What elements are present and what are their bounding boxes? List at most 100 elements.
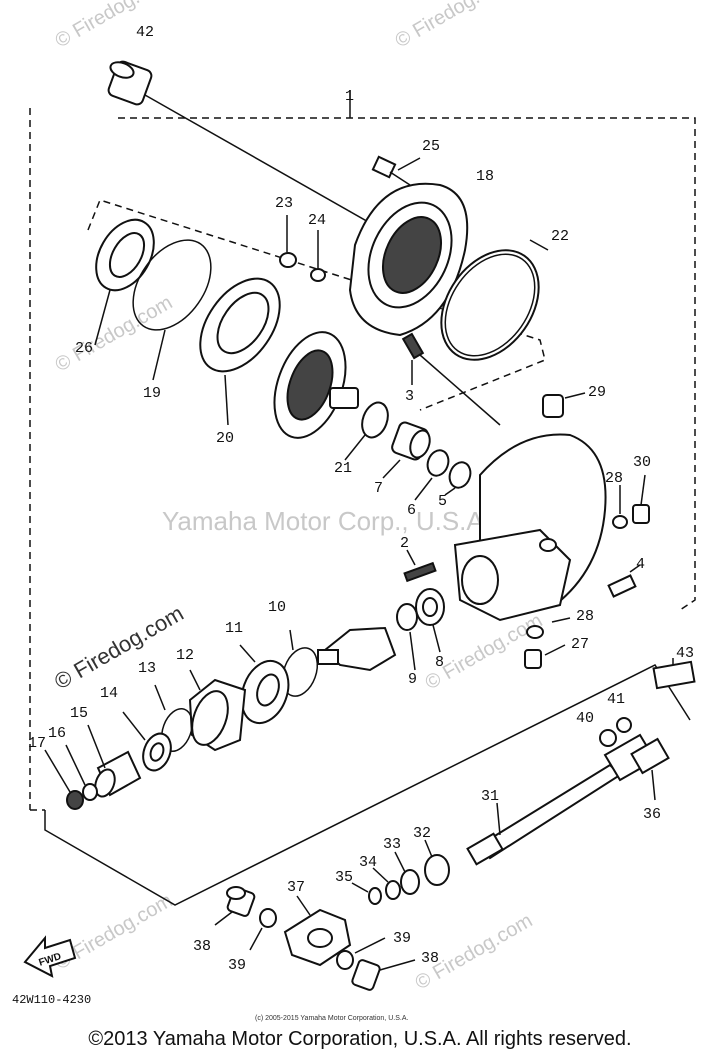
callout-43: 43	[676, 645, 694, 662]
part-37-universal-joint	[283, 908, 352, 967]
part-1-gear-case	[453, 433, 607, 622]
callout-42: 42	[136, 24, 154, 41]
part-8-bearing	[415, 588, 445, 626]
callout-10: 10	[268, 599, 286, 616]
diagram-code: 42W110-4230	[12, 993, 91, 1007]
part-3-stud	[401, 332, 425, 360]
callout-26: 26	[75, 340, 93, 357]
callout-4: 4	[636, 556, 645, 573]
part-6-washer	[426, 449, 450, 477]
footer-copyright: ©2013 Yamaha Motor Corporation, U.S.A. A…	[88, 1028, 632, 1050]
callout-31: 31	[481, 788, 499, 805]
callout-27: 27	[571, 636, 589, 653]
callout-17: 17	[28, 735, 46, 752]
callout-28: 28	[605, 470, 623, 487]
callout-9: 9	[408, 671, 417, 688]
part-20-bearing	[199, 277, 281, 373]
callout-33: 33	[383, 836, 401, 853]
callout-30: 30	[633, 454, 651, 471]
part-29-cap	[542, 394, 564, 418]
callout-3: 3	[405, 388, 414, 405]
part-12-bearing-housing	[188, 678, 247, 752]
part-2-stud	[403, 561, 437, 583]
callout-22: 22	[551, 228, 569, 245]
part-38-bearing-upper	[226, 886, 256, 917]
callout-labels: 42 1 25 18 23 24 22 26 19 3 29 20 21 30 …	[28, 24, 694, 974]
callout-5: 5	[438, 493, 447, 510]
part-26-seal	[95, 218, 155, 292]
callout-11: 11	[225, 620, 243, 637]
small-copyright: (c) 2005-2015 Yamaha Motor Corporation, …	[255, 1015, 408, 1022]
part-22-o-ring-inner	[444, 253, 536, 357]
part-35-clip	[368, 887, 382, 905]
callout-35: 35	[335, 869, 353, 886]
callout-21: 21	[334, 460, 352, 477]
part-23-nut	[279, 252, 297, 268]
callout-24: 24	[308, 212, 326, 229]
part-10-o-ring	[281, 647, 319, 697]
callout-19: 19	[143, 385, 161, 402]
callout-2: 2	[400, 535, 409, 552]
callout-36: 36	[643, 806, 661, 823]
part-15-collar	[94, 750, 142, 798]
part-41-washer	[616, 717, 632, 733]
part-19-o-ring	[132, 239, 212, 331]
callout-38: 38	[193, 938, 211, 955]
callout-6: 6	[407, 502, 416, 519]
callout-40: 40	[576, 710, 594, 727]
callout-13: 13	[138, 660, 156, 677]
part-34-washer	[385, 880, 401, 900]
callout-20: 20	[216, 430, 234, 447]
watermark-center: Yamaha Motor Corp., U.S.A.	[162, 506, 491, 536]
callout-15: 15	[70, 705, 88, 722]
callout-32: 32	[413, 825, 431, 842]
watermark-firedog: © Firedog.com	[52, 0, 177, 52]
callout-16: 16	[48, 725, 66, 742]
callout-7: 7	[374, 480, 383, 497]
part-18-cover	[348, 182, 469, 337]
callout-29: 29	[588, 384, 606, 401]
part-43-label	[652, 660, 696, 690]
callout-41: 41	[607, 691, 625, 708]
part-36-spring	[630, 737, 670, 775]
part-32-seal	[424, 854, 450, 886]
part-11-bearing	[240, 660, 290, 724]
part-16-washer	[82, 783, 98, 801]
part-30-bolt	[632, 504, 650, 524]
callout-39: 39	[228, 957, 246, 974]
part-28-washer-lower	[526, 625, 544, 639]
part-7-bearing	[391, 421, 431, 461]
part-pinion-gear	[317, 626, 397, 672]
part-24-nut	[310, 268, 326, 282]
watermark-firedog: © Firedog.com	[52, 890, 177, 975]
part-17-nut	[66, 790, 84, 810]
part-9-bearing	[396, 603, 418, 631]
part-4-pin	[607, 574, 637, 598]
callout-25: 25	[422, 138, 440, 155]
callout-12: 12	[176, 647, 194, 664]
watermark-firedog-dark: © Firedog.com	[50, 600, 188, 694]
callout-14: 14	[100, 685, 118, 702]
part-28-washer	[612, 515, 628, 529]
callout-8: 8	[435, 654, 444, 671]
part-27-bolt	[524, 649, 542, 669]
part-21-shim	[361, 401, 389, 439]
part-39-seal-upper	[259, 908, 277, 928]
part-40-nut	[599, 729, 617, 747]
callout-28-lower: 28	[576, 608, 594, 625]
part-42-sleeve	[107, 60, 401, 241]
part-ring-gear	[273, 331, 359, 439]
watermark-firedog: © Firedog.com	[392, 0, 517, 52]
part-22-o-ring	[440, 249, 540, 361]
callout-1: 1	[345, 88, 354, 105]
callout-18: 18	[476, 168, 494, 185]
callout-34: 34	[359, 854, 377, 871]
part-25-bolt	[371, 155, 421, 186]
part-14-seal	[142, 732, 172, 772]
fwd-arrow-icon: FWD	[23, 935, 77, 978]
callout-38-lower: 38	[421, 950, 439, 967]
callout-23: 23	[275, 195, 293, 212]
part-5-collar	[448, 461, 472, 489]
callout-37: 37	[287, 879, 305, 896]
